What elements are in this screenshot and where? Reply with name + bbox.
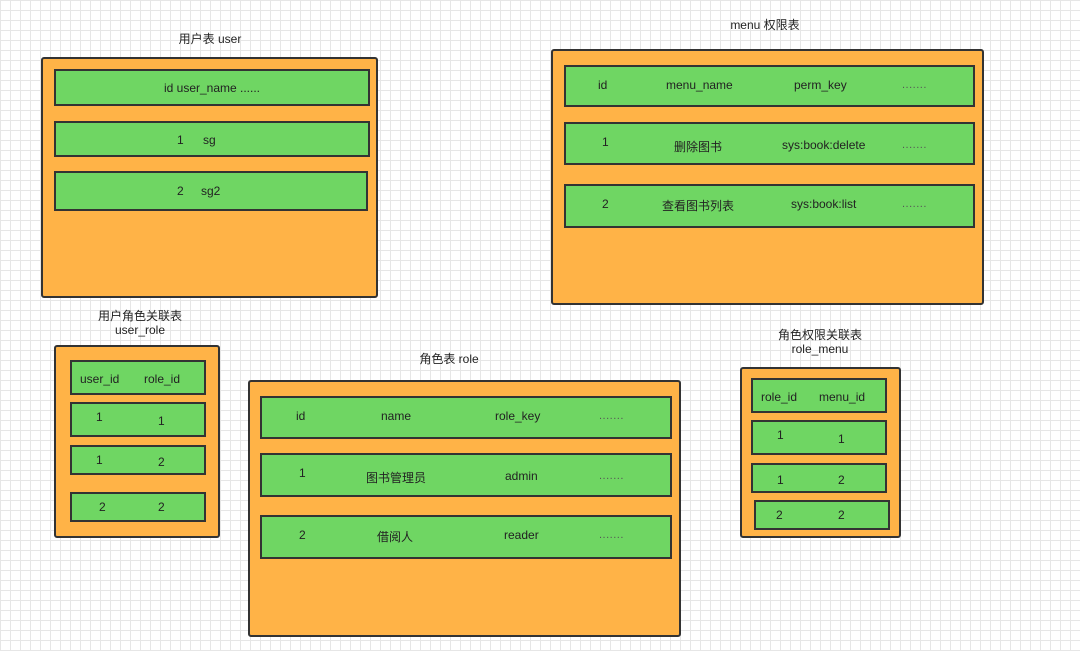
perm-key-header: perm_key — [794, 78, 847, 92]
menu-id-cell: 2 — [838, 508, 845, 522]
role-menu-row: 1 1 — [751, 420, 887, 455]
menu-id-cell: 1 — [602, 135, 609, 149]
menu-more-header: ....... — [902, 79, 927, 91]
user-role-title-cn: 用户角色关联表 — [97, 309, 182, 323]
role-more-header: ....... — [599, 410, 624, 422]
user-table-row: 1 sg — [54, 121, 370, 157]
user-table-header-row: id user_name ...... — [54, 69, 370, 106]
user-id-cell: 1 — [96, 410, 103, 424]
user-name-cell: sg2 — [201, 184, 221, 198]
role-id-cell: 2 — [299, 528, 306, 542]
menu-table-row: 2 查看图书列表 sys:book:list ....... — [564, 184, 975, 228]
user-name-cell: sg — [203, 133, 216, 147]
user-table-row: 2 sg2 — [54, 171, 368, 211]
menu-table-title: menu 权限表 — [730, 18, 800, 32]
user-id-cell: 2 — [99, 500, 106, 514]
user-table-title: 用户表 user — [178, 32, 242, 46]
role-id-cell: 1 — [299, 466, 306, 480]
role-table-title: 角色表 role — [419, 352, 479, 366]
menu-id-cell: 2 — [838, 473, 845, 487]
role-id-cell: 1 — [158, 414, 165, 428]
menu-name-header: menu_name — [666, 78, 733, 92]
user-table-header-text: id user_name ...... — [163, 81, 261, 95]
menu-name-cell: 删除图书 — [674, 140, 723, 154]
user-role-table: user_id role_id 1 1 1 2 2 2 — [54, 345, 220, 538]
role-menu-table: role_id menu_id 1 1 1 2 2 2 — [740, 367, 901, 538]
menu-id-cell: 2 — [602, 197, 609, 211]
role-table: id name role_key ....... 1 图书管理员 admin .… — [248, 380, 681, 637]
perm-key-cell: sys:book:delete — [782, 138, 866, 152]
user-table: id user_name ...... 1 sg 2 sg2 — [41, 57, 378, 298]
role-menu-title-en: role_menu — [791, 342, 849, 356]
role-id-cell: 1 — [777, 428, 784, 442]
role-id-header: role_id — [761, 390, 798, 404]
role-id-cell: 1 — [777, 473, 784, 487]
role-name-cell: 借阅人 — [377, 530, 414, 544]
user-role-row: 2 2 — [70, 492, 206, 522]
user-role-title-en: user_role — [114, 323, 166, 337]
menu-table-header-row: id menu_name perm_key ....... — [564, 65, 975, 107]
role-id-cell: 2 — [158, 455, 165, 469]
menu-more-cell: ....... — [902, 139, 927, 151]
user-role-table-title: 用户角色关联表 user_role — [80, 309, 200, 337]
role-key-header: role_key — [495, 409, 541, 423]
role-key-cell: admin — [505, 469, 538, 483]
menu-id-header: id — [598, 78, 608, 92]
role-menu-header-row: role_id menu_id — [751, 378, 887, 413]
menu-id-header: menu_id — [819, 390, 866, 404]
user-id-header: user_id — [80, 372, 120, 386]
role-more-cell: ....... — [599, 529, 624, 541]
role-more-cell: ....... — [599, 470, 624, 482]
role-menu-table-title: 角色权限关联表 role_menu — [760, 328, 880, 356]
role-id-cell: 2 — [158, 500, 165, 514]
role-id-header: id — [296, 409, 306, 423]
menu-more-cell: ....... — [902, 198, 927, 210]
role-menu-title-cn: 角色权限关联表 — [777, 328, 862, 342]
perm-key-cell: sys:book:list — [791, 197, 857, 211]
role-id-header: role_id — [144, 372, 181, 386]
user-id-cell: 1 — [96, 453, 103, 467]
role-name-header: name — [381, 409, 412, 423]
menu-table-row: 1 删除图书 sys:book:delete ....... — [564, 122, 975, 165]
user-role-header-row: user_id role_id — [70, 360, 206, 395]
user-role-row: 1 1 — [70, 402, 206, 437]
role-table-header-row: id name role_key ....... — [260, 396, 672, 439]
menu-name-cell: 查看图书列表 — [662, 199, 735, 213]
role-id-cell: 2 — [776, 508, 783, 522]
role-key-cell: reader — [504, 528, 539, 542]
role-menu-row: 2 2 — [754, 500, 890, 530]
menu-table: id menu_name perm_key ....... 1 删除图书 sys… — [551, 49, 984, 305]
role-table-row: 2 借阅人 reader ....... — [260, 515, 672, 559]
menu-id-cell: 1 — [838, 432, 845, 446]
user-id-cell: 2 — [177, 184, 184, 198]
role-menu-row: 1 2 — [751, 463, 887, 493]
role-name-cell: 图书管理员 — [366, 471, 427, 485]
user-id-cell: 1 — [177, 133, 184, 147]
role-table-row: 1 图书管理员 admin ....... — [260, 453, 672, 497]
user-role-row: 1 2 — [70, 445, 206, 475]
